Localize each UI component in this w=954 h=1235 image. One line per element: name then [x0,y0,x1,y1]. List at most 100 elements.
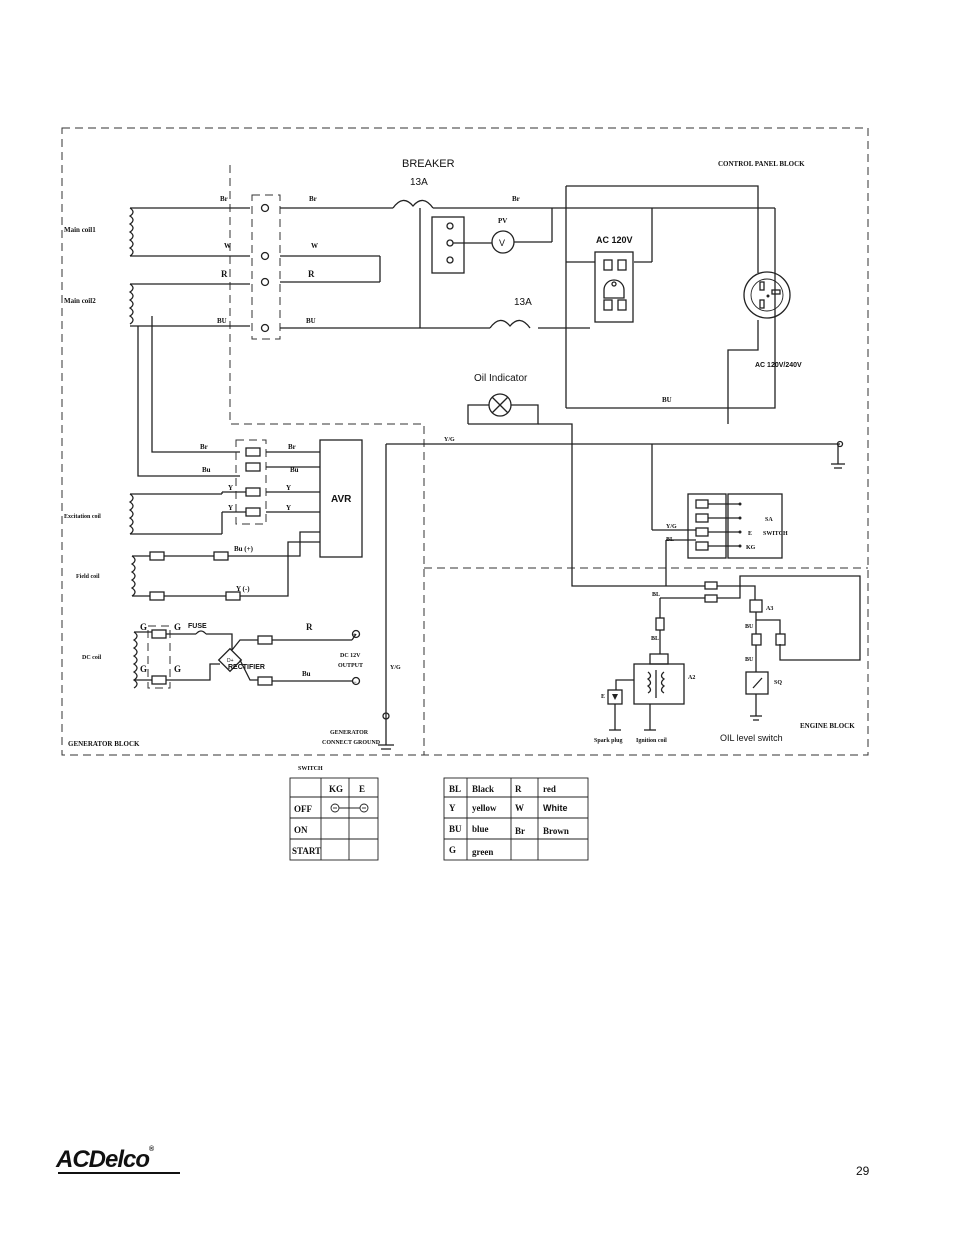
breaker-contact-box [431,216,465,274]
wire-label-g-4: G [174,664,181,674]
wire-label-bl-1: BL [666,537,674,543]
dc-plus-symbol: + [353,633,357,639]
wire-label-yg-1: Y/G [444,437,455,443]
terminal-br [260,203,270,213]
main-coil-2-label: Main coil2 [64,297,96,305]
wire-label-r-2: R [308,269,315,279]
color-code-w: W [515,803,524,813]
color-name-blue: blue [472,824,489,834]
wire-label-y-avr-1: Y [228,484,233,492]
engine-block-label: ENGINE BLOCK [800,722,855,730]
wire-label-bu-5: BU [745,657,754,663]
color-code-r: R [515,784,522,794]
fuse-label: FUSE [188,623,207,630]
switch-table-header-e: E [359,784,365,794]
switch-table: KG E OFF ON START [289,777,379,861]
color-code-br: Br [515,826,525,836]
wire-label-bu-plus: Bu (+) [234,545,254,553]
color-code-y: Y [449,803,456,813]
dc-output-label-1: DC 12V [340,653,361,659]
wire-label-bu-dc: Bu [302,670,311,678]
wire-label-bu-4: BU [745,624,754,630]
switch-table-row-off: OFF [294,804,312,814]
terminal-w [260,251,270,261]
generator-ground-label-1: GENERATOR [330,730,369,736]
color-code-bu: BU [449,824,462,834]
oil-level-switch-label: OIL level switch [720,733,783,743]
color-name-red: red [543,784,556,794]
breaker-rating: 13A [410,177,428,188]
avr-connector-block [235,439,267,525]
switch-e-label: E [748,531,752,537]
generator-ground-label-2: CONNECT GROUND [322,740,381,746]
wire-label-yg-3: Y/G [666,524,677,530]
main-terminal-block [251,194,281,340]
switch-connector [687,493,727,559]
wire-label-bu-3: BU [662,396,672,404]
wire-label-br-3: Br [512,195,520,203]
ignition-coil-box [633,663,685,705]
ac120-label: AC 120V [596,235,633,245]
wire-label-y-minus: Y (-) [236,585,250,593]
dc-connector-block [147,625,171,689]
color-name-yellow: yellow [472,803,497,813]
a3-label: A3 [766,606,773,612]
wire-label-bu-avr-1: Bu [202,466,211,474]
wire-label-bu-avr-2: Bu [290,466,299,474]
wire-label-r-1: R [221,269,228,279]
color-name-green: green [472,847,493,857]
generator-block-outline [61,127,869,756]
color-name-black: Black [472,784,494,794]
wire-label-g-3: G [140,664,147,674]
wire-label-br-avr-2: Br [288,443,296,451]
wire-label-y-avr-2: Y [286,484,291,492]
a3-relay [749,599,763,613]
main-coil-1-label: Main coil1 [64,226,96,234]
wire-label-w-1: W [224,242,231,250]
wire-label-br-2: Br [309,195,317,203]
wire-label-br-1: Br [220,195,228,203]
sq-label: SQ [774,680,782,686]
ac120-240-label: AC 120V/240V [755,362,802,369]
ac120-receptacle [594,251,634,323]
wire-label-bu-1: BU [217,317,227,325]
dc-coil-label: DC coil [82,655,101,661]
wire-label-r-dc: R [306,622,313,632]
a2-label: A2 [688,675,695,681]
logo-underline [58,1172,180,1174]
wire-label-g-1: G [140,622,147,632]
pv-label: PV [498,217,507,225]
terminal-r [260,277,270,287]
svg-text:D+: D+ [227,658,234,664]
generator-block-label: GENERATOR BLOCK [68,740,140,748]
switch-word-label: SWITCH [763,531,788,537]
color-name-brown: Brown [543,826,569,836]
excitation-coil-label: Excitation coil [64,514,101,520]
control-panel-block-label: CONTROL PANEL BLOCK [718,160,805,168]
wire-label-y-avr-4: Y [286,504,291,512]
switch-sa-label: SA [765,517,773,523]
switch-sa-box [727,493,783,559]
control-panel-block-outline [229,165,425,755]
color-name-white: White [543,803,568,813]
oil-indicator-label: Oil Indicator [474,373,528,384]
oil-level-switch-sq [745,671,769,695]
color-code-bl: BL [449,784,461,794]
avr-box [319,439,363,558]
terminal-bu [260,323,270,333]
page-number: 29 [856,1164,870,1178]
wire-label-bl-2: BL [652,592,660,598]
acdelco-logo: ACDelco® [56,1146,154,1173]
switch-table-row-start: START [292,846,321,856]
main-coil-2 [128,283,250,327]
wire-label-br-avr-1: Br [200,443,208,451]
main-coil-1 [128,207,250,257]
switch-table-row-on: ON [294,825,308,835]
wire-label-y-avr-3: Y [228,504,233,512]
switch-table-title: SWITCH [298,766,323,772]
wire-label-bl-3: BL [651,636,659,642]
field-coil-label: Field coil [76,574,100,580]
wire-label-g-2: G [174,622,181,632]
spark-plug-label: Spark plug [594,738,623,744]
